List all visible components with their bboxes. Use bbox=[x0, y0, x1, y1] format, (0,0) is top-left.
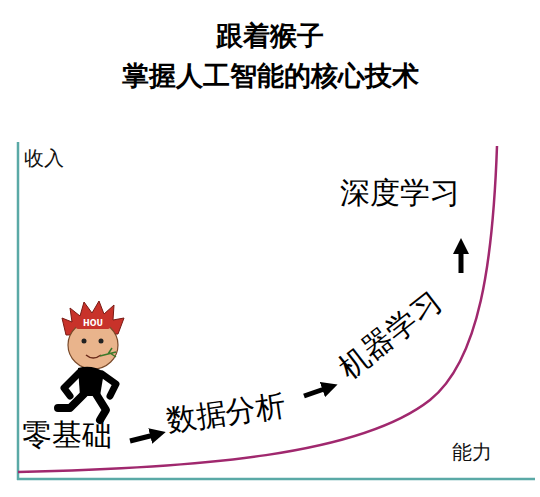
stage-label: 深度学习 bbox=[340, 176, 460, 211]
chart-title: 跟着猴子 掌握人工智能的核心技术 bbox=[70, 16, 470, 96]
badge-text: HOU bbox=[83, 320, 103, 328]
growth-curve bbox=[18, 146, 497, 472]
step-arrow bbox=[459, 246, 464, 273]
axis-label: 能力 bbox=[452, 441, 492, 464]
x-axis bbox=[17, 478, 535, 481]
stage-label: 零基础 bbox=[22, 418, 112, 453]
monkey-figure bbox=[58, 301, 124, 420]
step-arrow bbox=[130, 434, 158, 441]
stage-label: 机器学习 bbox=[332, 285, 448, 386]
stage-label: 数据分析 bbox=[164, 388, 288, 439]
step-arrow bbox=[304, 387, 330, 396]
axis-label: 收入 bbox=[24, 147, 64, 170]
y-axis bbox=[17, 142, 20, 480]
